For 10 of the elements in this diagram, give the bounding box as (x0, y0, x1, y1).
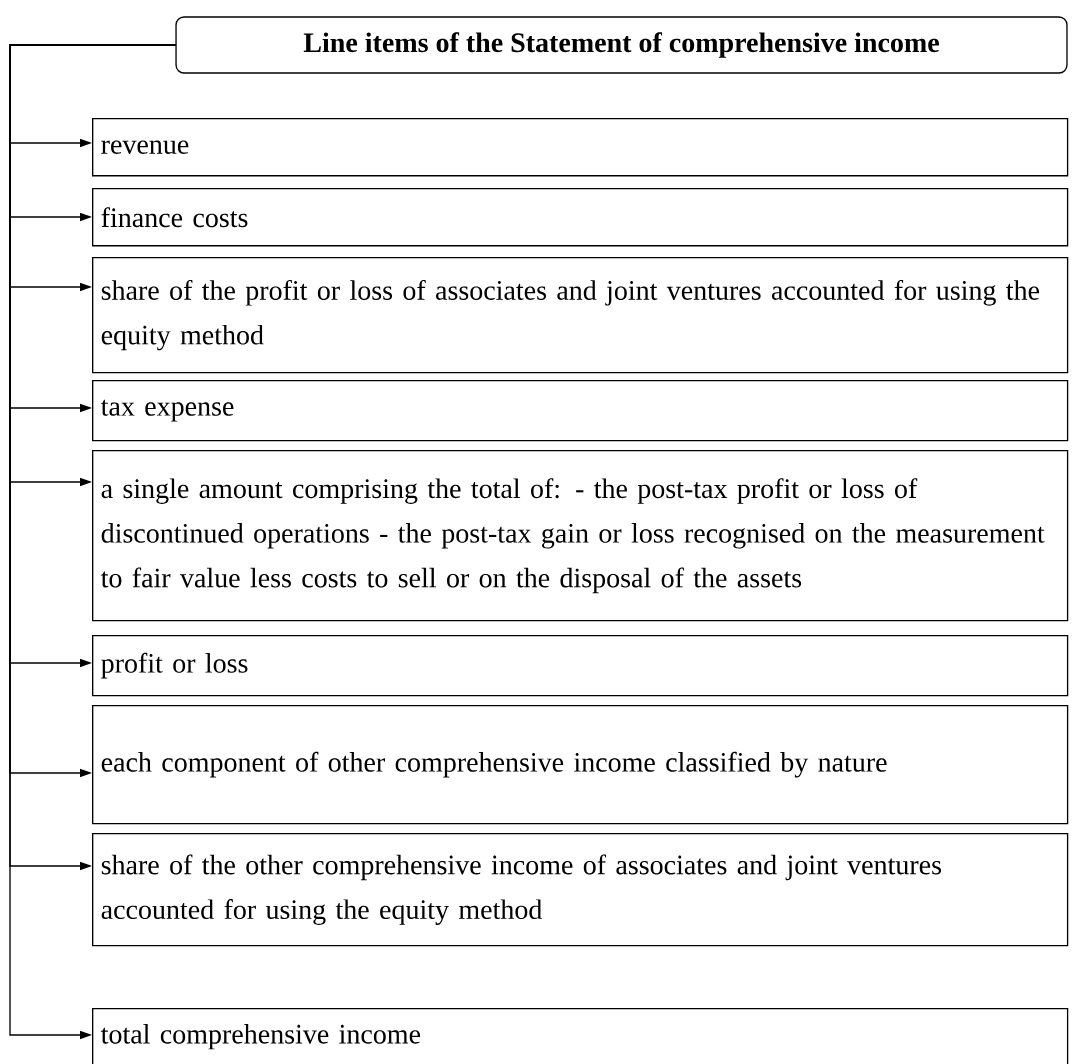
item-box: share of the profit or loss of associates and joint ventures accounted for using the equity method (92, 257, 1069, 374)
item-box: a single amount comprising the total of: - the post-tax profit or loss of discontinued operations - the post-tax gain or loss recognised on the measurement to fair value less costs to sell or on the disposal of the assets (92, 450, 1069, 622)
item-box: total comprehensive income (92, 1008, 1069, 1064)
title-box: Line items of the Statement of comprehensive income (175, 16, 1068, 74)
item-box: profit or loss (92, 635, 1069, 697)
item-box: each component of other comprehensive income classified by nature (92, 705, 1069, 825)
item-box: share of the other comprehensive income of associates and joint ventures accounted for using the equity method (92, 833, 1069, 947)
item-box: tax expense (92, 380, 1069, 442)
item-box: revenue (92, 118, 1069, 177)
item-box: finance costs (92, 188, 1069, 247)
